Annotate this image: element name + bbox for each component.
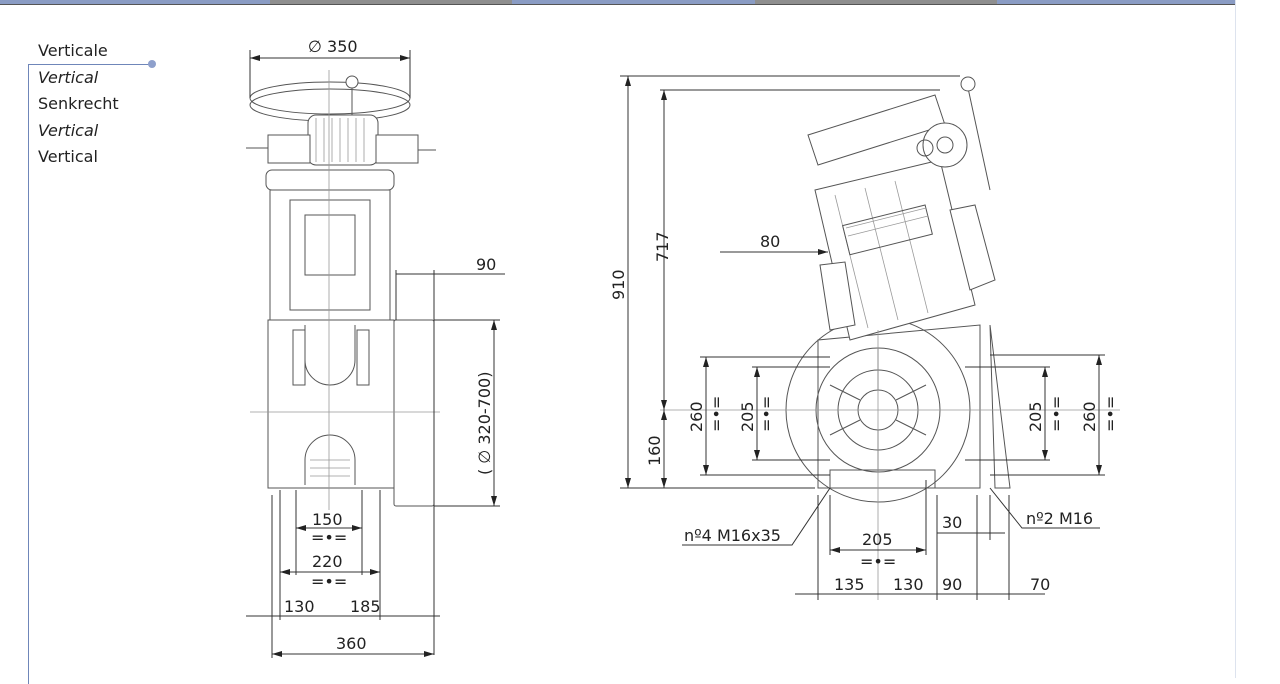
sym-mark-1: =•= bbox=[311, 528, 347, 547]
label-it: Verticale bbox=[38, 41, 108, 60]
legend-dot bbox=[148, 60, 156, 68]
dim-base-150: 150 bbox=[312, 510, 343, 529]
label-bolts-side: nº2 M16 bbox=[1026, 509, 1093, 528]
sym-mark-right-260: =•= bbox=[1101, 396, 1120, 432]
dim-height-160: 160 bbox=[645, 435, 664, 466]
label-en: Vertical bbox=[38, 67, 99, 87]
sym-mark-2: =•= bbox=[311, 572, 347, 591]
tab-strip-3[interactable] bbox=[512, 0, 755, 5]
dim-b-70: 70 bbox=[1030, 575, 1050, 594]
label-bolts-front: nº4 M16x35 bbox=[684, 526, 781, 545]
tab-strip-5[interactable] bbox=[997, 0, 1236, 5]
top-tab-bar bbox=[0, 0, 1236, 5]
tab-strip-1[interactable] bbox=[0, 0, 270, 5]
dim-base-220: 220 bbox=[312, 552, 343, 571]
sym-mark-left-260: =•= bbox=[707, 396, 726, 432]
dim-b-130: 130 bbox=[893, 575, 924, 594]
label-de: Senkrecht bbox=[38, 94, 119, 113]
dim-b-90: 90 bbox=[942, 575, 962, 594]
dim-gap-30: 30 bbox=[942, 513, 962, 532]
side-view-machine bbox=[660, 76, 1120, 600]
tab-strip-2[interactable] bbox=[270, 0, 512, 5]
sym-mark-left-205: =•= bbox=[757, 396, 776, 432]
dim-top-diameter: ∅ 350 bbox=[308, 37, 358, 56]
front-view-dimensions: ∅ 350 90 ( ∅ 320-700) 150 =•= 220 =•= 13… bbox=[246, 37, 505, 658]
legend-bracket bbox=[28, 64, 29, 684]
dim-handwheel-diameter: ( ∅ 320-700) bbox=[475, 372, 494, 475]
label-fr: Vertical bbox=[38, 147, 98, 166]
dim-left-205: 205 bbox=[738, 401, 757, 432]
label-es: Vertical bbox=[38, 120, 99, 140]
dim-left-130: 130 bbox=[284, 597, 315, 616]
dim-height-717: 717 bbox=[653, 231, 672, 262]
content-border bbox=[1235, 0, 1236, 678]
dim-total-360: 360 bbox=[336, 634, 367, 653]
legend-underline bbox=[28, 64, 152, 65]
dim-right-260: 260 bbox=[1080, 401, 1099, 432]
sym-mark-right-205: =•= bbox=[1047, 396, 1066, 432]
dim-offset-80: 80 bbox=[760, 232, 780, 251]
sym-mark-base: =•= bbox=[860, 552, 896, 571]
orientation-legend: Verticale Vertical Senkrecht Vertical Ve… bbox=[38, 38, 119, 171]
dim-right-185: 185 bbox=[350, 597, 381, 616]
dim-b-135: 135 bbox=[834, 575, 865, 594]
dim-handwheel-offset: 90 bbox=[476, 255, 496, 274]
dim-height-910: 910 bbox=[609, 269, 628, 300]
dim-left-260: 260 bbox=[687, 401, 706, 432]
tab-strip-4[interactable] bbox=[755, 0, 997, 5]
side-view-dimensions: 910 717 80 160 260 =•= 205 =•= 205 =•= 2… bbox=[609, 75, 1120, 600]
front-view-machine bbox=[246, 70, 440, 510]
dim-base-205: 205 bbox=[862, 530, 893, 549]
dim-right-205: 205 bbox=[1026, 401, 1045, 432]
